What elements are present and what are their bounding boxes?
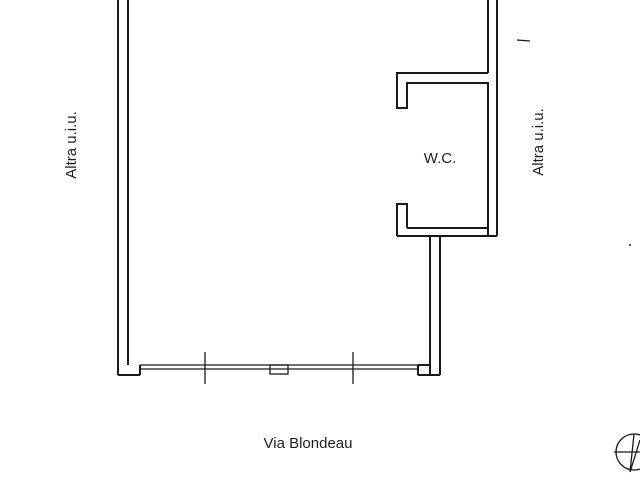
left-wall — [117, 0, 141, 376]
wc-upper-partition — [396, 72, 489, 236]
adjacent-unit-left-label: Altra u.i.u. — [63, 111, 80, 179]
lower-right-wall — [417, 236, 441, 376]
north-arrow-icon — [614, 433, 640, 473]
adjacent-unit-right-label: Altra u.i.u. — [530, 108, 547, 176]
street-label: Via Blondeau — [264, 435, 353, 452]
front-wall — [140, 352, 418, 384]
right-wall — [397, 0, 498, 237]
wc-label: W.C. — [424, 150, 457, 167]
stray-mark — [516, 39, 531, 42]
dot-mark — [629, 244, 631, 246]
wc-lower-partition — [396, 203, 488, 236]
